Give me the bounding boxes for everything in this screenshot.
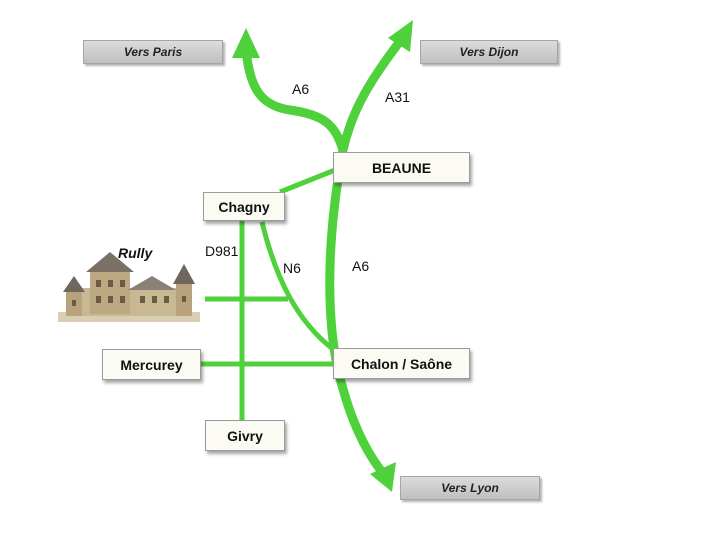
road-label-a6-north: A6: [292, 81, 310, 97]
arrow-paris-icon: [232, 28, 260, 58]
arrow-lyon-icon: [370, 462, 396, 492]
road-n6: [259, 221, 336, 352]
road-label-a6-south: A6: [352, 258, 370, 274]
direction-sign-dijon: Vers Dijon: [420, 40, 558, 64]
arrow-dijon-icon: [388, 20, 413, 52]
direction-sign-lyon: Vers Lyon: [400, 476, 540, 500]
road-chagny-beaune: [279, 167, 336, 195]
direction-sign-paris: Vers Paris: [83, 40, 223, 64]
town-chalon: Chalon / Saône: [333, 348, 470, 379]
road-a6-north: [241, 49, 348, 152]
road-a6-main: [325, 149, 386, 475]
town-beaune: BEAUNE: [333, 152, 470, 183]
town-mercurey: Mercurey: [102, 349, 201, 380]
road-label-d981: D981: [205, 243, 239, 259]
road-label-n6: N6: [283, 260, 301, 276]
town-givry: Givry: [205, 420, 285, 451]
town-chagny: Chagny: [203, 192, 285, 221]
chateau-rully-icon: [58, 252, 200, 322]
road-label-a31: A31: [385, 89, 410, 105]
castle-label-rully: Rully: [118, 245, 153, 261]
road-a31: [338, 33, 408, 151]
